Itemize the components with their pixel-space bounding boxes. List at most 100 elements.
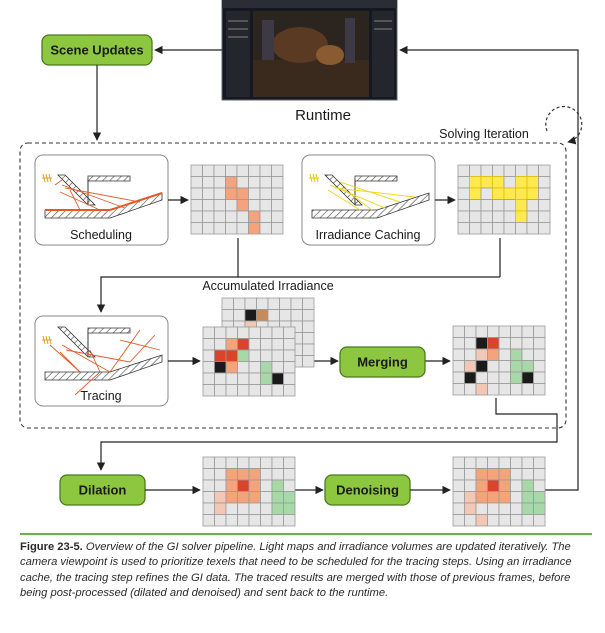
grid-cell	[452, 371, 465, 384]
grid-cell	[480, 187, 493, 200]
grid-cell	[526, 210, 539, 223]
grid-cell	[533, 337, 546, 350]
grid-cell	[271, 222, 284, 235]
grid-cell	[283, 456, 296, 469]
grid-cell	[271, 491, 284, 504]
grid-cell	[214, 479, 227, 492]
grid-cell	[236, 199, 249, 212]
merged-grid	[452, 325, 546, 396]
grid-cell	[302, 332, 315, 345]
grid-cell	[236, 176, 249, 189]
grid-cell	[510, 456, 523, 469]
grid-cell	[214, 468, 227, 481]
grid-cell	[283, 372, 296, 385]
solving-iteration-label: Solving Iteration	[439, 127, 529, 141]
grid-cell	[533, 479, 546, 492]
grid-cell	[267, 309, 280, 322]
grid-cell	[237, 502, 250, 515]
grid-cell	[487, 325, 500, 338]
grid-cell	[260, 456, 273, 469]
grid-cell	[260, 468, 273, 481]
grid-cell	[498, 383, 511, 396]
grid-cell	[190, 210, 203, 223]
grid-cell	[225, 338, 238, 351]
grid-cell	[452, 491, 465, 504]
grid-cell	[533, 371, 546, 384]
denoising-button[interactable]: Denoising	[324, 474, 411, 506]
grid-cell	[259, 187, 272, 200]
grid-cell	[190, 187, 203, 200]
grid-cell	[248, 502, 261, 515]
scene-updates-button[interactable]: Scene Updates	[41, 34, 153, 66]
grid-cell	[492, 187, 505, 200]
grid-cell	[260, 491, 273, 504]
grid-cell	[260, 361, 273, 374]
grid-cell	[233, 309, 246, 322]
grid-cell	[202, 468, 215, 481]
grid-cell	[225, 222, 238, 235]
grid-cell	[259, 176, 272, 189]
grid-cell	[475, 502, 488, 515]
grid-cell	[498, 479, 511, 492]
grid-cell	[503, 164, 516, 177]
grid-cell	[213, 210, 226, 223]
accumulated-grid-front	[202, 326, 296, 397]
grid-cell	[248, 372, 261, 385]
grid-cell	[533, 514, 546, 527]
grid-cell	[515, 164, 528, 177]
grid-cell	[510, 383, 523, 396]
grid-cell	[510, 325, 523, 338]
grid-cell	[457, 199, 470, 212]
grid-cell	[214, 361, 227, 374]
grid-cell	[487, 514, 500, 527]
grid-cell	[487, 360, 500, 373]
grid-cell	[498, 468, 511, 481]
grid-cell	[533, 383, 546, 396]
grid-cell	[498, 337, 511, 350]
grid-cell	[510, 360, 523, 373]
grid-cell	[248, 479, 261, 492]
grid-cell	[202, 176, 215, 189]
grid-cell	[487, 502, 500, 515]
grid-cell	[248, 199, 261, 212]
grid-cell	[469, 210, 482, 223]
grid-cell	[260, 479, 273, 492]
grid-cell	[452, 383, 465, 396]
grid-cell	[283, 479, 296, 492]
grid-cell	[248, 361, 261, 374]
grid-cell	[271, 187, 284, 200]
grid-cell	[457, 222, 470, 235]
grid-cell	[464, 337, 477, 350]
grid-cell	[452, 360, 465, 373]
dilation-button[interactable]: Dilation	[59, 474, 146, 506]
irradiance-caching-panel	[301, 154, 436, 246]
grid-cell	[248, 326, 261, 339]
grid-cell	[271, 349, 284, 362]
caption-figure-number: Figure 23-5.	[20, 541, 83, 553]
grid-cell	[464, 383, 477, 396]
grid-cell	[237, 372, 250, 385]
scheduling-panel	[34, 154, 169, 246]
grid-cell	[480, 199, 493, 212]
grid-cell	[202, 361, 215, 374]
grid-cell	[225, 187, 238, 200]
merging-button[interactable]: Merging	[339, 346, 426, 378]
grid-cell	[225, 176, 238, 189]
grid-cell	[225, 210, 238, 223]
grid-cell	[538, 164, 551, 177]
grid-cell	[236, 222, 249, 235]
grid-cell	[248, 456, 261, 469]
tracing-panel	[34, 315, 169, 407]
grid-cell	[475, 456, 488, 469]
grid-cell	[469, 187, 482, 200]
grid-cell	[475, 468, 488, 481]
grid-cell	[533, 491, 546, 504]
grid-cell	[202, 164, 215, 177]
grid-cell	[498, 325, 511, 338]
grid-cell	[283, 326, 296, 339]
grid-cell	[271, 176, 284, 189]
grid-cell	[538, 210, 551, 223]
grid-cell	[260, 326, 273, 339]
grid-cell	[256, 309, 269, 322]
grid-cell	[475, 491, 488, 504]
